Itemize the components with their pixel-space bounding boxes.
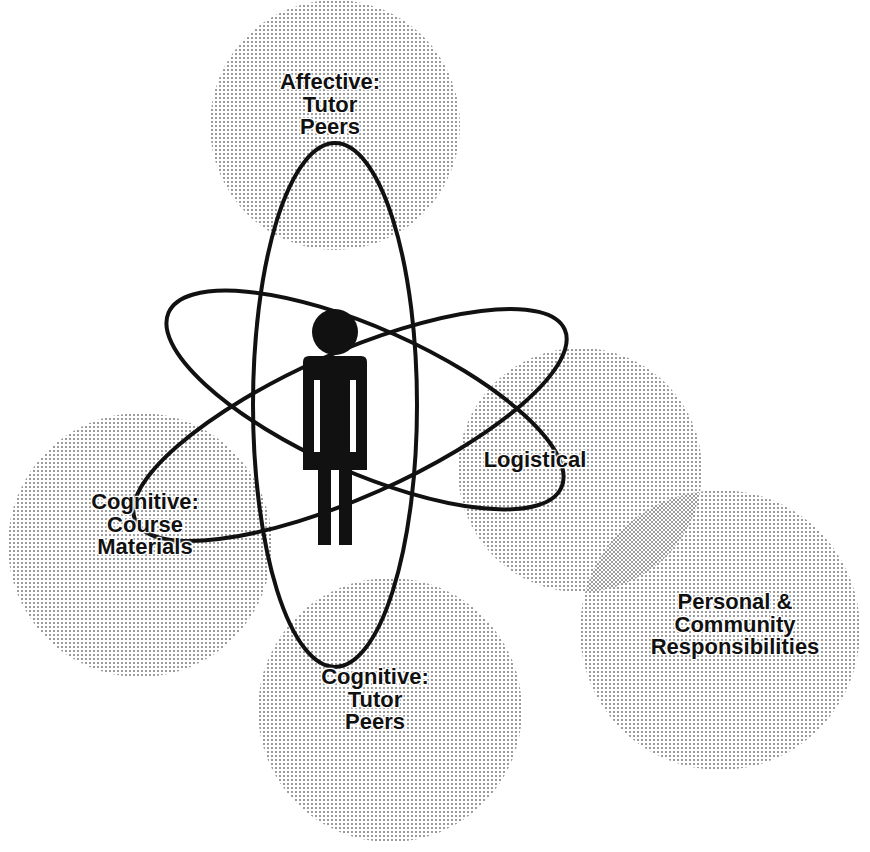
- orbit: [139, 247, 590, 553]
- orbit: [253, 143, 417, 667]
- circle-label: Cognitive: Course Materials: [91, 491, 199, 558]
- topic-circle: Logistical: [458, 348, 702, 592]
- topic-circle: Personal & Community Responsibilities: [580, 490, 860, 770]
- topic-circle: Cognitive: Course Materials: [8, 413, 272, 677]
- circle-label: Personal & Community Responsibilities: [633, 591, 838, 658]
- person-icon: [303, 309, 367, 545]
- circle-label: Logistical: [484, 449, 587, 471]
- circle-label: Affective: Tutor Peers: [280, 71, 380, 138]
- circle-label: Cognitive: Tutor Peers: [321, 666, 429, 733]
- topic-circle: Affective: Tutor Peers: [210, 0, 460, 250]
- topic-circle: Cognitive: Tutor Peers: [258, 578, 522, 842]
